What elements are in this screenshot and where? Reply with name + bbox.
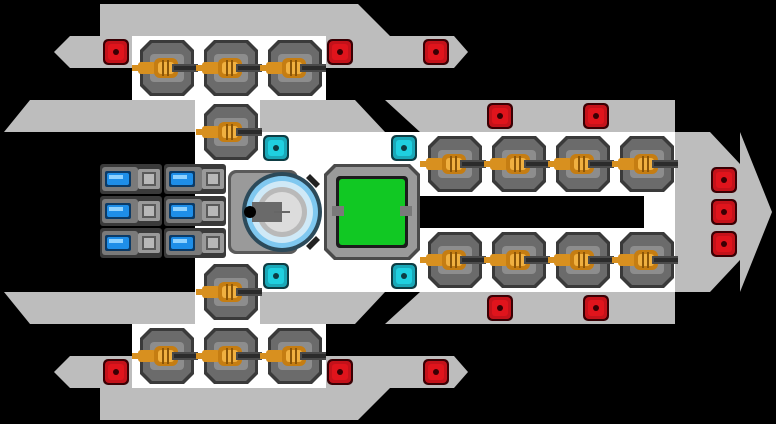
hull-top-wing-upper xyxy=(100,4,390,36)
shield-reactor-icon[interactable] xyxy=(228,164,324,260)
hull-bottom-wing-lower xyxy=(100,388,390,420)
hull-bottom-wing-upper xyxy=(4,292,195,324)
corridor-gap xyxy=(420,196,644,228)
battery-cell-icon[interactable] xyxy=(100,228,162,258)
hull-right-tip xyxy=(740,132,772,292)
battery-cell-icon[interactable] xyxy=(164,196,226,226)
battery-cell-icon[interactable] xyxy=(100,164,162,194)
hull-top-right-strake xyxy=(260,100,385,132)
hull-top-wing-lower xyxy=(4,100,195,132)
battery-cell-icon[interactable] xyxy=(164,164,226,194)
hull-bottom-right-strake xyxy=(260,292,385,324)
cargo-hold-icon[interactable] xyxy=(324,164,420,260)
battery-cell-icon[interactable] xyxy=(164,228,226,258)
battery-cell-icon[interactable] xyxy=(100,196,162,226)
